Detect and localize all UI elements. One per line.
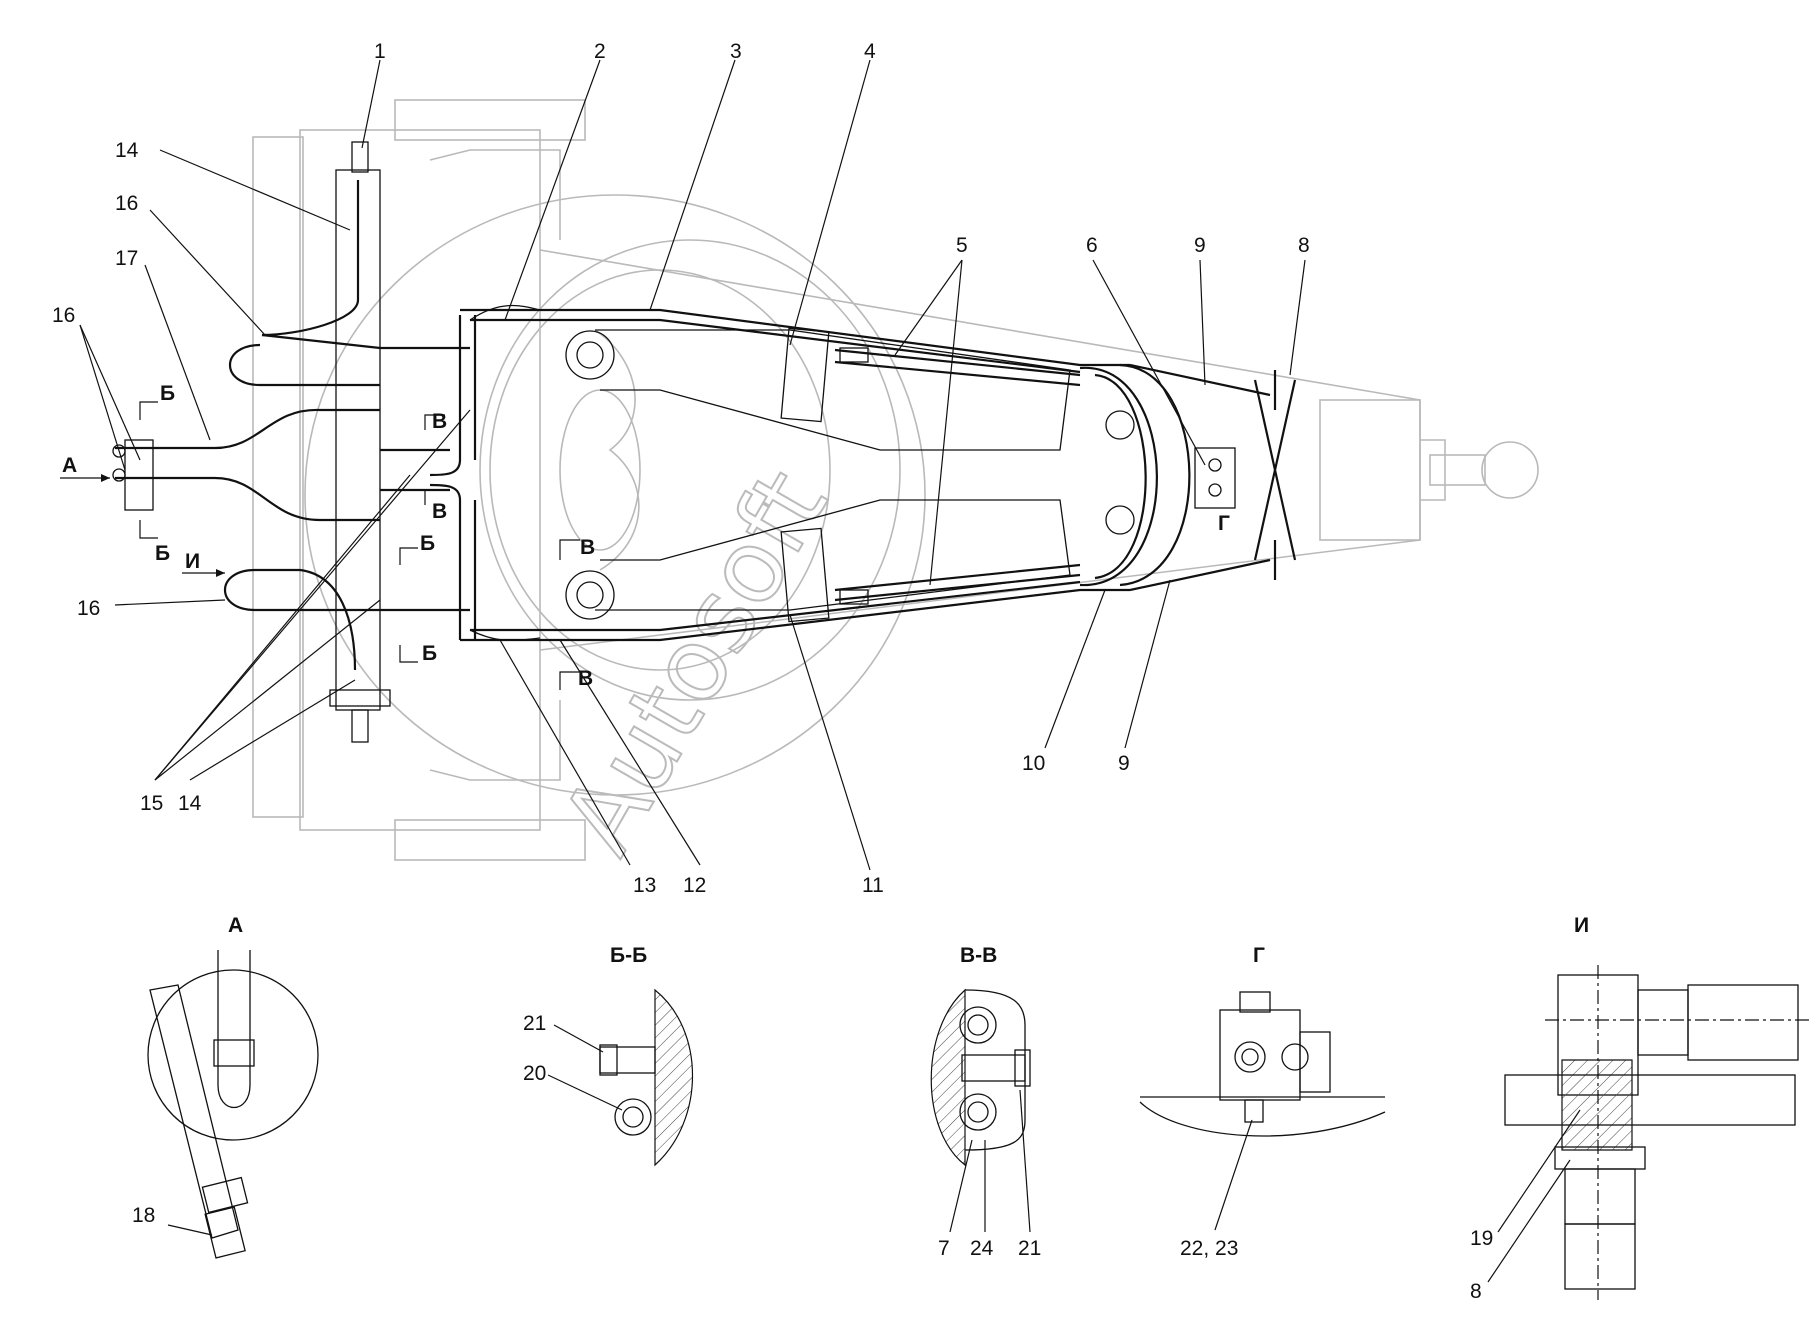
callout-16a: 16 (115, 192, 138, 215)
view-mark-g: Г (1218, 512, 1230, 535)
detail-bb: Б-Б 21 20 (523, 944, 693, 1167)
callout-3: 3 (730, 40, 742, 63)
detail-bb-title: Б-Б (610, 944, 647, 967)
detail-vv: В-В 7 24 21 (930, 944, 1041, 1260)
callout-4: 4 (864, 40, 876, 63)
detail-i: И 19 8 (1470, 914, 1809, 1303)
callout-10: 10 (1022, 752, 1045, 775)
leader-lines (79, 59, 1306, 871)
watermark-text: Autosoft (539, 451, 849, 872)
callout-12: 12 (683, 874, 706, 897)
callout-14a: 14 (115, 139, 139, 162)
section-mark-v3: В (580, 536, 595, 559)
detail-vv-label-24: 24 (970, 1237, 994, 1260)
valve-block (1194, 447, 1236, 509)
detail-i-title: И (1574, 914, 1589, 937)
detail-g-title: Г (1253, 944, 1265, 967)
section-mark-b3: Б (420, 532, 435, 555)
callout-16b: 16 (52, 304, 75, 327)
callout-16c: 16 (77, 597, 100, 620)
callout-14b: 14 (178, 792, 202, 815)
detail-g-label-22-23: 22, 23 (1180, 1237, 1238, 1260)
tractor-frame-ghost (252, 99, 1539, 861)
section-mark-b1: Б (160, 382, 175, 405)
callouts: 1 2 3 4 5 6 9 8 10 9 11 12 13 14 16 17 1… (52, 40, 1310, 897)
detail-bb-label-20: 20 (523, 1062, 546, 1085)
main-assembly (112, 141, 1297, 743)
detail-a-title: А (228, 914, 243, 937)
view-mark-i: И (185, 550, 200, 573)
callout-15: 15 (140, 792, 163, 815)
section-mark-v4: В (578, 667, 593, 690)
callout-17: 17 (115, 247, 138, 270)
callout-5: 5 (956, 234, 968, 257)
section-mark-v2: В (432, 500, 447, 523)
detail-a: А 18 (132, 914, 319, 1259)
detail-g: Г 22, 23 (1139, 944, 1386, 1260)
view-mark-a: А (62, 454, 77, 477)
callout-1: 1 (374, 40, 386, 63)
section-mark-b2: Б (155, 542, 170, 565)
callout-11: 11 (862, 874, 884, 897)
detail-vv-label-21: 21 (1018, 1237, 1041, 1260)
detail-i-label-8: 8 (1470, 1280, 1482, 1303)
detail-vv-label-7: 7 (938, 1237, 950, 1260)
detail-a-label-18: 18 (132, 1204, 155, 1227)
section-markers: А И Б Б Б Б В В В В Г (60, 382, 1230, 690)
callout-13: 13 (633, 874, 656, 897)
callout-6: 6 (1086, 234, 1098, 257)
detail-bb-label-21: 21 (523, 1012, 546, 1035)
detail-i-label-19: 19 (1470, 1227, 1493, 1250)
detail-vv-title: В-В (960, 944, 997, 967)
callout-8: 8 (1298, 234, 1310, 257)
section-mark-v1: В (432, 410, 447, 433)
section-mark-b4: Б (422, 642, 437, 665)
callout-9b: 9 (1118, 752, 1130, 775)
callout-9a: 9 (1194, 234, 1206, 257)
callout-2: 2 (594, 40, 606, 63)
